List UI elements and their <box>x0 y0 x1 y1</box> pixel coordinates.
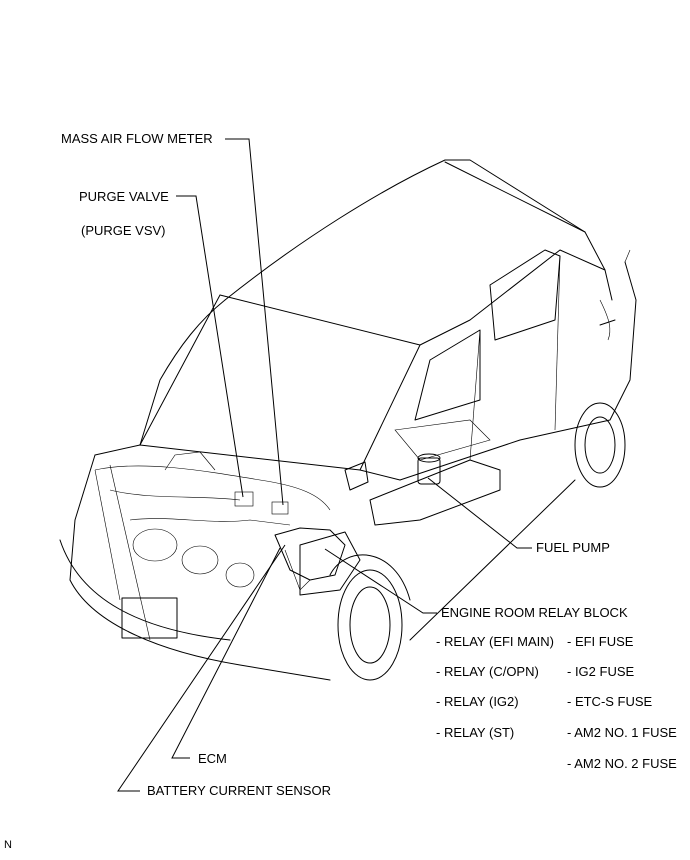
leader-purge-valve <box>176 195 244 498</box>
relay-item: - RELAY (C/OPN) <box>436 664 539 679</box>
leader-engine-room-relay-block <box>324 548 437 614</box>
relay-item: - RELAY (IG2) <box>436 694 519 709</box>
label-engine-room-relay-block: ENGINE ROOM RELAY BLOCK <box>441 605 628 620</box>
leader-lines <box>117 138 532 792</box>
relay-item: - RELAY (EFI MAIN) <box>436 634 554 649</box>
label-mass-air-flow-meter: MASS AIR FLOW METER <box>61 131 213 146</box>
corner-mark: N <box>4 839 12 851</box>
leader-battery-current-sensor <box>117 544 286 792</box>
vehicle-body <box>59 159 637 681</box>
fuse-item: - IG2 FUSE <box>567 664 635 679</box>
label-battery-current-sensor: BATTERY CURRENT SENSOR <box>147 783 331 798</box>
fuse-item: - EFI FUSE <box>567 634 634 649</box>
fuse-item: - AM2 NO. 1 FUSE <box>567 725 677 740</box>
label-purge-vsv: (PURGE VSV) <box>81 223 166 238</box>
fuse-item: - AM2 NO. 2 FUSE <box>567 756 677 771</box>
relay-item: - RELAY (ST) <box>436 725 515 740</box>
label-ecm: ECM <box>198 751 227 766</box>
label-purge-valve: PURGE VALVE <box>79 189 169 204</box>
leader-fuel-pump <box>427 477 532 549</box>
leader-ecm <box>171 547 281 759</box>
leader-mass-air-flow-meter <box>225 138 284 506</box>
fuse-item: - ETC-S FUSE <box>567 694 653 709</box>
label-fuel-pump: FUEL PUMP <box>536 540 610 555</box>
